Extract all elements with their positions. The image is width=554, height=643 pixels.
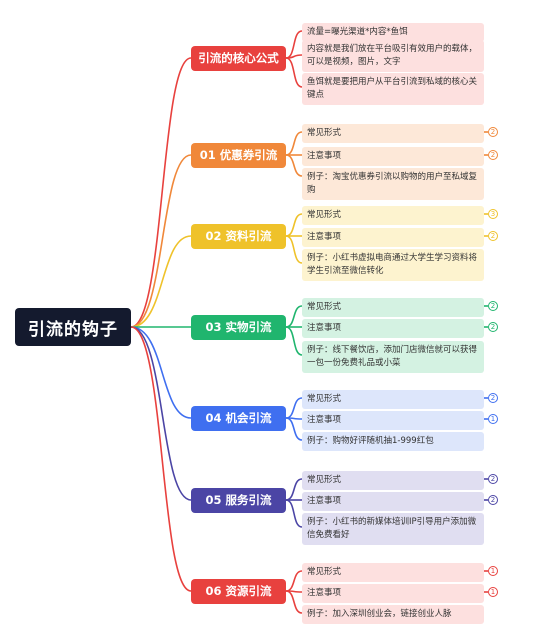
leaf-connector <box>285 30 303 59</box>
leaf-connector <box>285 397 303 419</box>
leaf-node[interactable]: 注意事项 <box>302 318 484 338</box>
collapsed-count-badge[interactable]: 1 <box>488 587 498 597</box>
collapsed-count-badge[interactable]: 2 <box>488 474 498 484</box>
collapsed-count-badge[interactable]: 1 <box>488 566 498 576</box>
leaf-text: 例子：淘宝优惠券引流以购物的用户至私域复购 <box>307 171 478 195</box>
leaf-text: 注意事项 <box>307 231 342 242</box>
leaf-text: 常见形式 <box>307 127 342 138</box>
leaf-node[interactable]: 例子：小红书虚拟电商通过大学生学习资料将学生引流至微信转化 <box>302 248 484 281</box>
leaf-text: 常见形式 <box>307 393 342 404</box>
leaf-text: 例子：线下餐饮店，添加门店微信就可以获得一包一份免费礼品或小菜 <box>307 344 478 368</box>
collapsed-count-badge[interactable]: 2 <box>488 301 498 311</box>
leaf-text: 例子：小红书虚拟电商通过大学生学习资料将学生引流至微信转化 <box>307 252 478 276</box>
leaf-text: 注意事项 <box>307 587 342 598</box>
leaf-text: 注意事项 <box>307 150 342 161</box>
leaf-text: 注意事项 <box>307 495 342 506</box>
leaf-text: 例子：加入深圳创业会，链接创业人脉 <box>307 608 452 619</box>
branch-label: 06 资源引流 <box>205 584 272 598</box>
branch-node[interactable]: 05 服务引流 <box>191 487 286 513</box>
leaf-connector <box>285 590 303 614</box>
leaf-node[interactable]: 注意事项 <box>302 146 484 166</box>
branch-node[interactable]: 04 机会引流 <box>191 405 286 431</box>
collapsed-count-badge[interactable]: 2 <box>488 150 498 160</box>
leaf-text: 常见形式 <box>307 566 342 577</box>
leaf-node[interactable]: 例子：淘宝优惠券引流以购物的用户至私域复购 <box>302 167 484 200</box>
leaf-node[interactable]: 内容就是我们放在平台吸引有效用户的载体，可以是视频，图片，文字 <box>302 40 484 72</box>
leaf-text: 鱼饵就是要把用户从平台引流到私域的核心关键点 <box>307 76 478 100</box>
leaf-connector <box>285 305 303 328</box>
branch-node[interactable]: 引流的核心公式 <box>191 45 286 71</box>
leaf-connector <box>285 570 303 592</box>
leaf-text: 常见形式 <box>307 474 342 485</box>
leaf-connector <box>285 154 303 177</box>
leaf-node[interactable]: 注意事项 <box>302 491 484 511</box>
root-connector <box>130 326 192 501</box>
leaf-node[interactable]: 注意事项 <box>302 583 484 603</box>
branch-label: 05 服务引流 <box>205 493 272 507</box>
branch-node[interactable]: 06 资源引流 <box>191 578 286 604</box>
branch-node[interactable]: 01 优惠券引流 <box>191 142 286 168</box>
leaf-connector <box>285 235 303 264</box>
leaf-connector <box>285 417 303 441</box>
leaf-connector <box>285 499 303 528</box>
leaf-text: 例子：购物好评随机抽1-999红包 <box>307 435 434 446</box>
collapsed-count-badge[interactable]: 1 <box>488 414 498 424</box>
leaf-connector <box>285 213 303 237</box>
collapsed-count-badge[interactable]: 2 <box>488 495 498 505</box>
collapsed-count-badge[interactable]: 2 <box>488 393 498 403</box>
leaf-node[interactable]: 常见形式 <box>302 470 484 490</box>
leaf-node[interactable]: 注意事项 <box>302 410 484 430</box>
root-connector <box>130 57 192 328</box>
branch-label: 02 资料引流 <box>205 229 272 243</box>
leaf-node[interactable]: 常见形式 <box>302 205 484 225</box>
leaf-text: 流量=曝光渠道*内容*鱼饵 <box>307 26 408 37</box>
branch-node[interactable]: 03 实物引流 <box>191 314 286 340</box>
leaf-text: 内容就是我们放在平台吸引有效用户的载体，可以是视频，图片，文字 <box>307 44 478 67</box>
leaf-node[interactable]: 注意事项 <box>302 227 484 247</box>
root-node[interactable]: 引流的钩子 <box>15 308 131 346</box>
leaf-node[interactable]: 流量=曝光渠道*内容*鱼饵 <box>302 22 484 42</box>
leaf-text: 注意事项 <box>307 414 342 425</box>
root-label: 引流的钩子 <box>28 319 118 340</box>
collapsed-count-badge[interactable]: 2 <box>488 322 498 332</box>
leaf-text: 常见形式 <box>307 209 342 220</box>
leaf-node[interactable]: 例子：线下餐饮店，添加门店微信就可以获得一包一份免费礼品或小菜 <box>302 340 484 373</box>
leaf-node[interactable]: 例子：购物好评随机抽1-999红包 <box>302 431 484 451</box>
leaf-node[interactable]: 例子：加入深圳创业会，链接创业人脉 <box>302 604 484 624</box>
branch-label: 引流的核心公式 <box>198 51 279 65</box>
root-connector <box>130 154 192 328</box>
leaf-node[interactable]: 例子：小红书的新媒体培训IP引导用户添加微信免费看好 <box>302 512 484 545</box>
leaf-connector <box>285 326 303 356</box>
branch-label: 04 机会引流 <box>205 411 272 425</box>
leaf-node[interactable]: 常见形式 <box>302 562 484 582</box>
root-connector <box>130 326 192 592</box>
leaf-text: 例子：小红书的新媒体培训IP引导用户添加微信免费看好 <box>307 516 477 540</box>
leaf-node[interactable]: 鱼饵就是要把用户从平台引流到私域的核心关键点 <box>302 72 484 105</box>
root-connector <box>130 326 192 419</box>
collapsed-count-badge[interactable]: 3 <box>488 209 498 219</box>
collapsed-count-badge[interactable]: 2 <box>488 127 498 137</box>
branch-node[interactable]: 02 资料引流 <box>191 223 286 249</box>
branch-label: 01 优惠券引流 <box>199 148 278 162</box>
root-connector <box>130 235 192 328</box>
leaf-node[interactable]: 常见形式 <box>302 389 484 409</box>
collapsed-count-badge[interactable]: 2 <box>488 231 498 241</box>
leaf-node[interactable]: 常见形式 <box>302 297 484 317</box>
leaf-text: 常见形式 <box>307 301 342 312</box>
leaf-connector <box>285 478 303 501</box>
leaf-connector <box>285 57 303 88</box>
leaf-node[interactable]: 常见形式 <box>302 123 484 143</box>
branch-label: 03 实物引流 <box>205 320 272 334</box>
leaf-text: 注意事项 <box>307 322 342 333</box>
leaf-connector <box>285 131 303 156</box>
